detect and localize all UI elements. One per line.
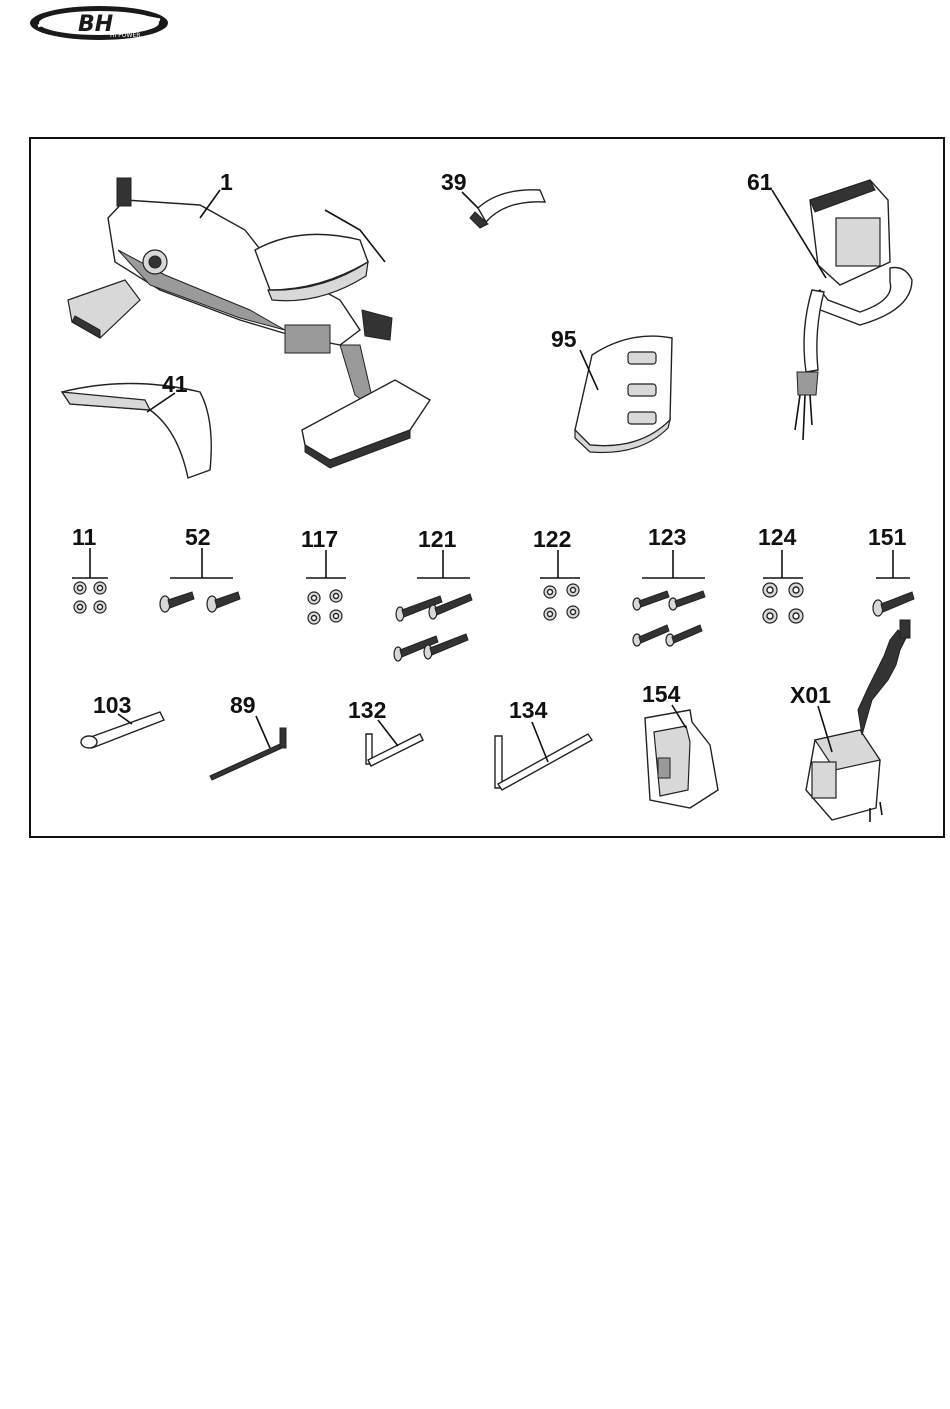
part-label-1: 1 <box>220 169 233 195</box>
part-label-41: 41 <box>162 371 188 397</box>
part-label-123: 123 <box>648 524 686 550</box>
part-151-bolt <box>873 592 914 616</box>
part-label-124: 124 <box>758 524 797 550</box>
part-11-washers <box>74 582 106 613</box>
part-label-154: 154 <box>642 681 681 707</box>
part-154-holder <box>645 705 718 808</box>
part-52-bolts <box>160 592 240 612</box>
part-124-washers <box>763 583 803 623</box>
part-label-95: 95 <box>551 326 577 352</box>
part-123-bolts <box>633 591 705 646</box>
part-121-bolts <box>394 594 472 661</box>
part-label-132: 132 <box>348 697 386 723</box>
part-117-washers <box>308 590 342 624</box>
part-label-121: 121 <box>418 526 457 552</box>
part-label-52: 52 <box>185 524 211 550</box>
part-89-allen-key <box>210 716 286 780</box>
part-122-washers <box>544 584 579 620</box>
part-41-cover <box>62 384 211 479</box>
part-label-89: 89 <box>230 692 256 718</box>
part-132-allen-key <box>366 720 423 766</box>
hardware-bars <box>72 548 910 578</box>
part-label-103: 103 <box>93 692 131 718</box>
part-39-handle <box>462 190 545 228</box>
part-label-151: 151 <box>868 524 907 550</box>
part-label-117: 117 <box>301 526 338 552</box>
part-1-bike-frame <box>68 178 430 468</box>
part-label-61: 61 <box>747 169 773 195</box>
part-61-console-mast <box>772 180 912 440</box>
part-95-shroud <box>575 336 672 452</box>
part-label-134: 134 <box>509 697 548 723</box>
part-X01-power-adapter <box>806 620 910 822</box>
part-label-39: 39 <box>441 169 467 195</box>
part-label-122: 122 <box>533 526 571 552</box>
part-134-allen-key <box>495 722 592 790</box>
part-label-11: 11 <box>72 524 97 550</box>
part-label-X01: X01 <box>790 682 831 708</box>
